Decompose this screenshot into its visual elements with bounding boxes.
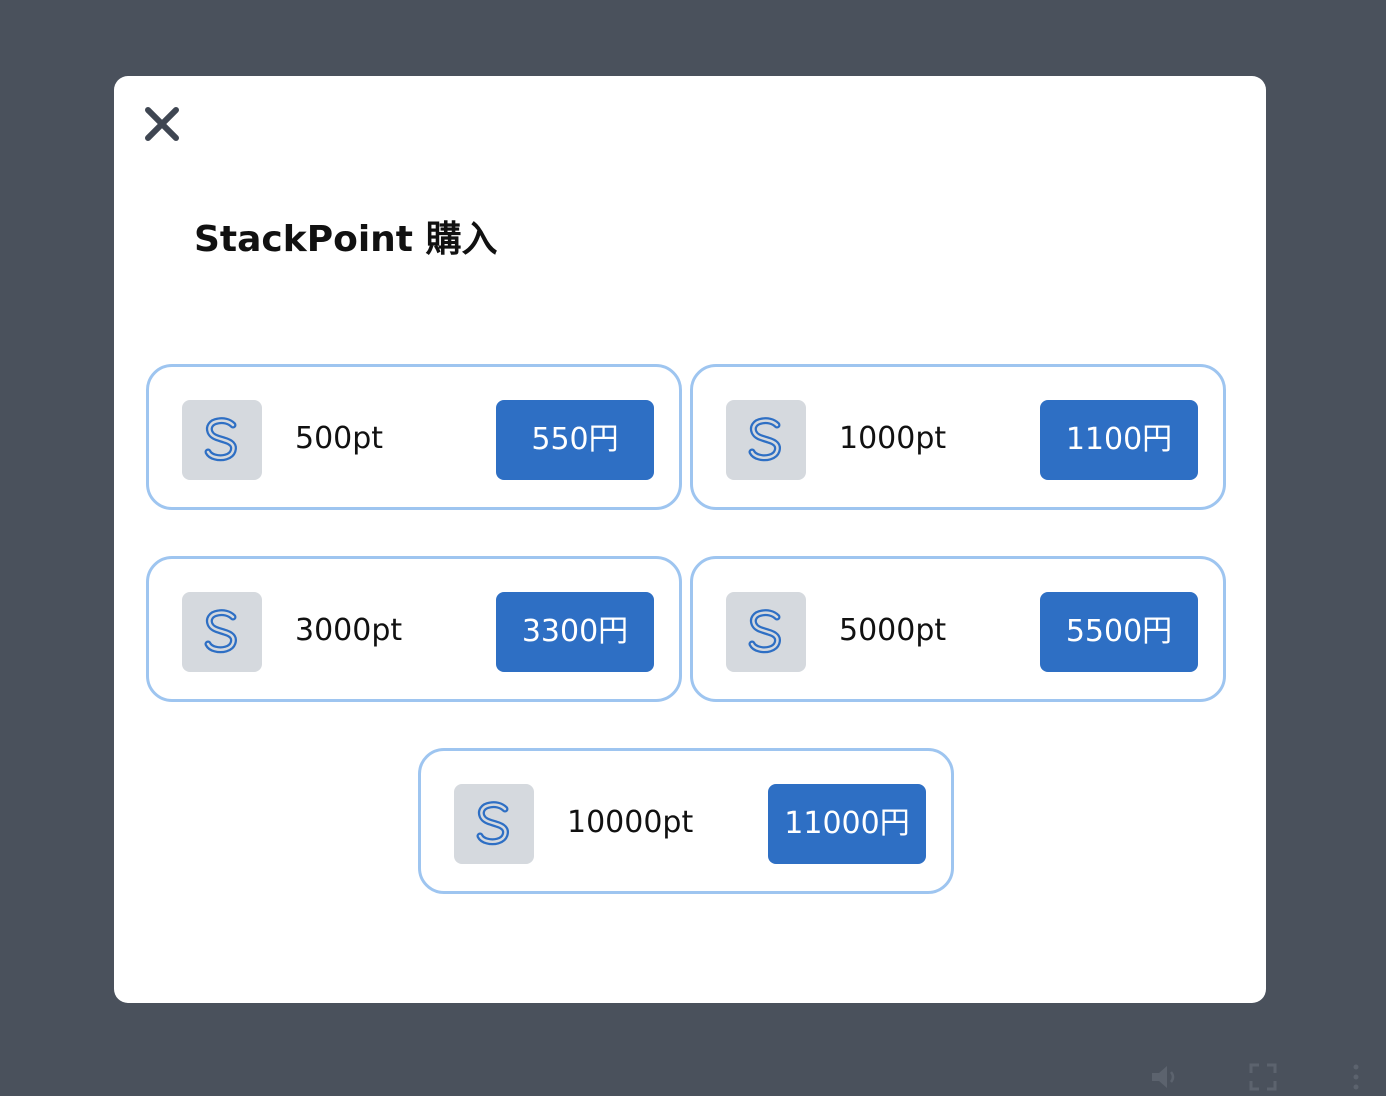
volume-icon (1152, 1066, 1175, 1088)
buy-button-10000[interactable]: 11000円 (768, 784, 926, 864)
close-button[interactable] (142, 104, 182, 144)
package-points: 5000pt (839, 613, 947, 648)
package-points: 1000pt (839, 421, 947, 456)
stackpoint-coin (182, 592, 262, 672)
package-card: 1000pt 1100円 (690, 364, 1226, 510)
package-points: 10000pt (567, 805, 694, 840)
package-card: 3000pt 3300円 (146, 556, 682, 702)
more-button[interactable] (1346, 1062, 1366, 1092)
stackpoint-icon (204, 609, 237, 654)
stackpoint-icon (204, 417, 237, 462)
purchase-modal: StackPoint 購入 500pt 550円 1000pt 1100円 (114, 76, 1266, 1003)
package-card: 500pt 550円 (146, 364, 682, 510)
buy-button-3000[interactable]: 3300円 (496, 592, 654, 672)
package-points: 3000pt (295, 613, 403, 648)
buy-button-1000[interactable]: 1100円 (1040, 400, 1198, 480)
modal-title: StackPoint 購入 (194, 219, 498, 260)
fullscreen-button[interactable] (1248, 1062, 1278, 1092)
buy-button-500[interactable]: 550円 (496, 400, 654, 480)
package-card: 10000pt 11000円 (418, 748, 954, 894)
stackpoint-coin (454, 784, 534, 864)
package-points: 500pt (295, 421, 384, 456)
stackpoint-icon (476, 801, 509, 846)
stackpoint-icon (748, 417, 781, 462)
fullscreen-icon (1249, 1063, 1277, 1091)
package-card: 5000pt 5500円 (690, 556, 1226, 702)
stackpoint-coin (182, 400, 262, 480)
stackpoint-coin (726, 592, 806, 672)
volume-button[interactable] (1150, 1062, 1180, 1092)
close-icon (145, 107, 179, 141)
stackpoint-icon (748, 609, 781, 654)
stackpoint-coin (726, 400, 806, 480)
buy-button-5000[interactable]: 5500円 (1040, 592, 1198, 672)
more-vertical-icon (1353, 1064, 1359, 1090)
